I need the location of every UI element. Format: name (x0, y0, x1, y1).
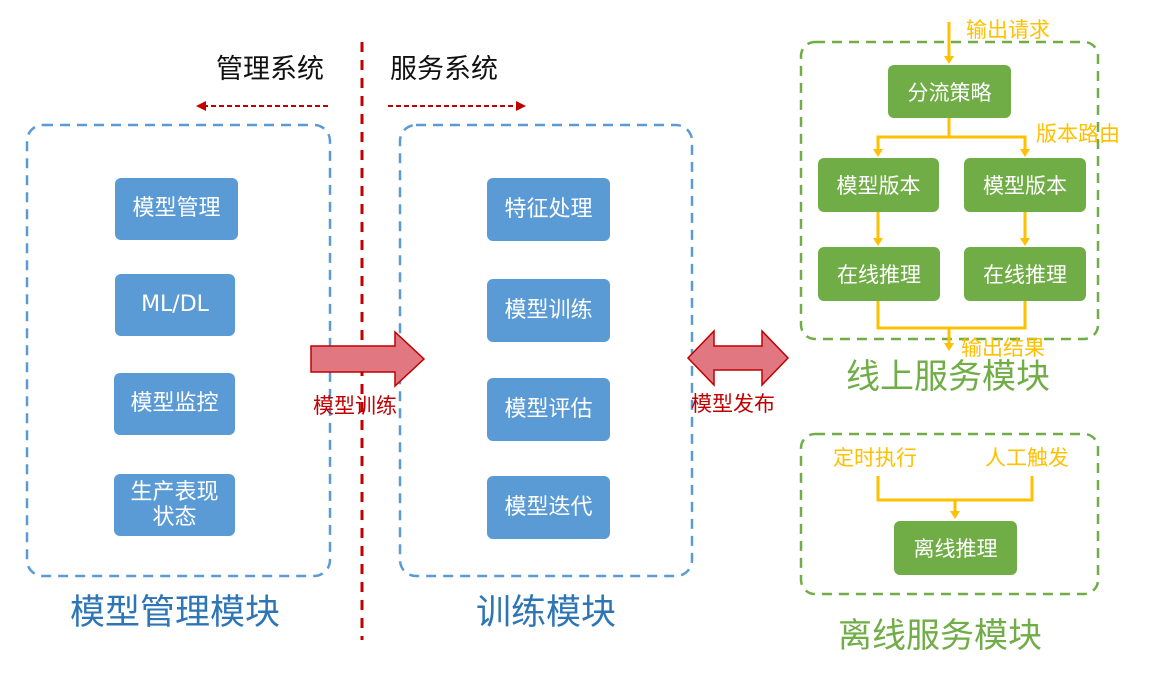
model-training-arrow-label: 模型训练 (313, 394, 397, 418)
management-system-label: 管理系统 (216, 54, 324, 85)
online-flow-lines (876, 22, 1027, 344)
online-service-module-title: 线上服务模块 (846, 357, 1050, 397)
output-request-label: 输出请求 (966, 18, 1050, 42)
production-status-item: 生产表现 状态 (114, 474, 235, 536)
offline-service-container (799, 432, 1100, 596)
model-evaluation-item: 模型评估 (487, 378, 610, 441)
offline-service-module-title: 离线服务模块 (838, 616, 1042, 656)
training-module-title: 训练模块 (476, 593, 617, 633)
training-container (398, 123, 694, 578)
ml-dl-item: ML/DL (115, 274, 235, 336)
service-system-label: 服务系统 (390, 54, 498, 85)
model-release-arrow-label: 模型发布 (691, 392, 775, 416)
service-direction-arrow (388, 101, 526, 111)
model-version-box-2: 模型版本 (964, 158, 1086, 212)
output-result-label: 输出结果 (961, 336, 1045, 360)
release-double-arrow (686, 329, 790, 387)
offline-flow-arrowhead (950, 511, 960, 519)
training-block-arrow (310, 330, 426, 388)
version-routing-label: 版本路由 (1036, 122, 1120, 146)
routing-strategy-box: 分流策略 (888, 65, 1011, 118)
feature-processing-item: 特征处理 (487, 178, 610, 241)
manual-trigger-label: 人工触发 (985, 446, 1069, 470)
model-monitoring-item: 模型监控 (114, 373, 235, 435)
offline-inference-box: 离线推理 (894, 521, 1017, 575)
online-inference-box-1: 在线推理 (818, 247, 940, 301)
online-flow-arrowheads (873, 56, 1030, 351)
model-management-item: 模型管理 (115, 178, 238, 240)
scheduled-execution-label: 定时执行 (833, 446, 917, 470)
model-management-module-title: 模型管理模块 (70, 593, 281, 633)
management-direction-arrow (196, 101, 328, 111)
offline-flow-lines (876, 476, 1034, 512)
model-iteration-item: 模型迭代 (487, 476, 610, 539)
model-management-container (25, 123, 332, 578)
online-inference-box-2: 在线推理 (964, 247, 1086, 301)
model-training-item: 模型训练 (487, 279, 610, 342)
model-version-box-1: 模型版本 (818, 158, 939, 212)
